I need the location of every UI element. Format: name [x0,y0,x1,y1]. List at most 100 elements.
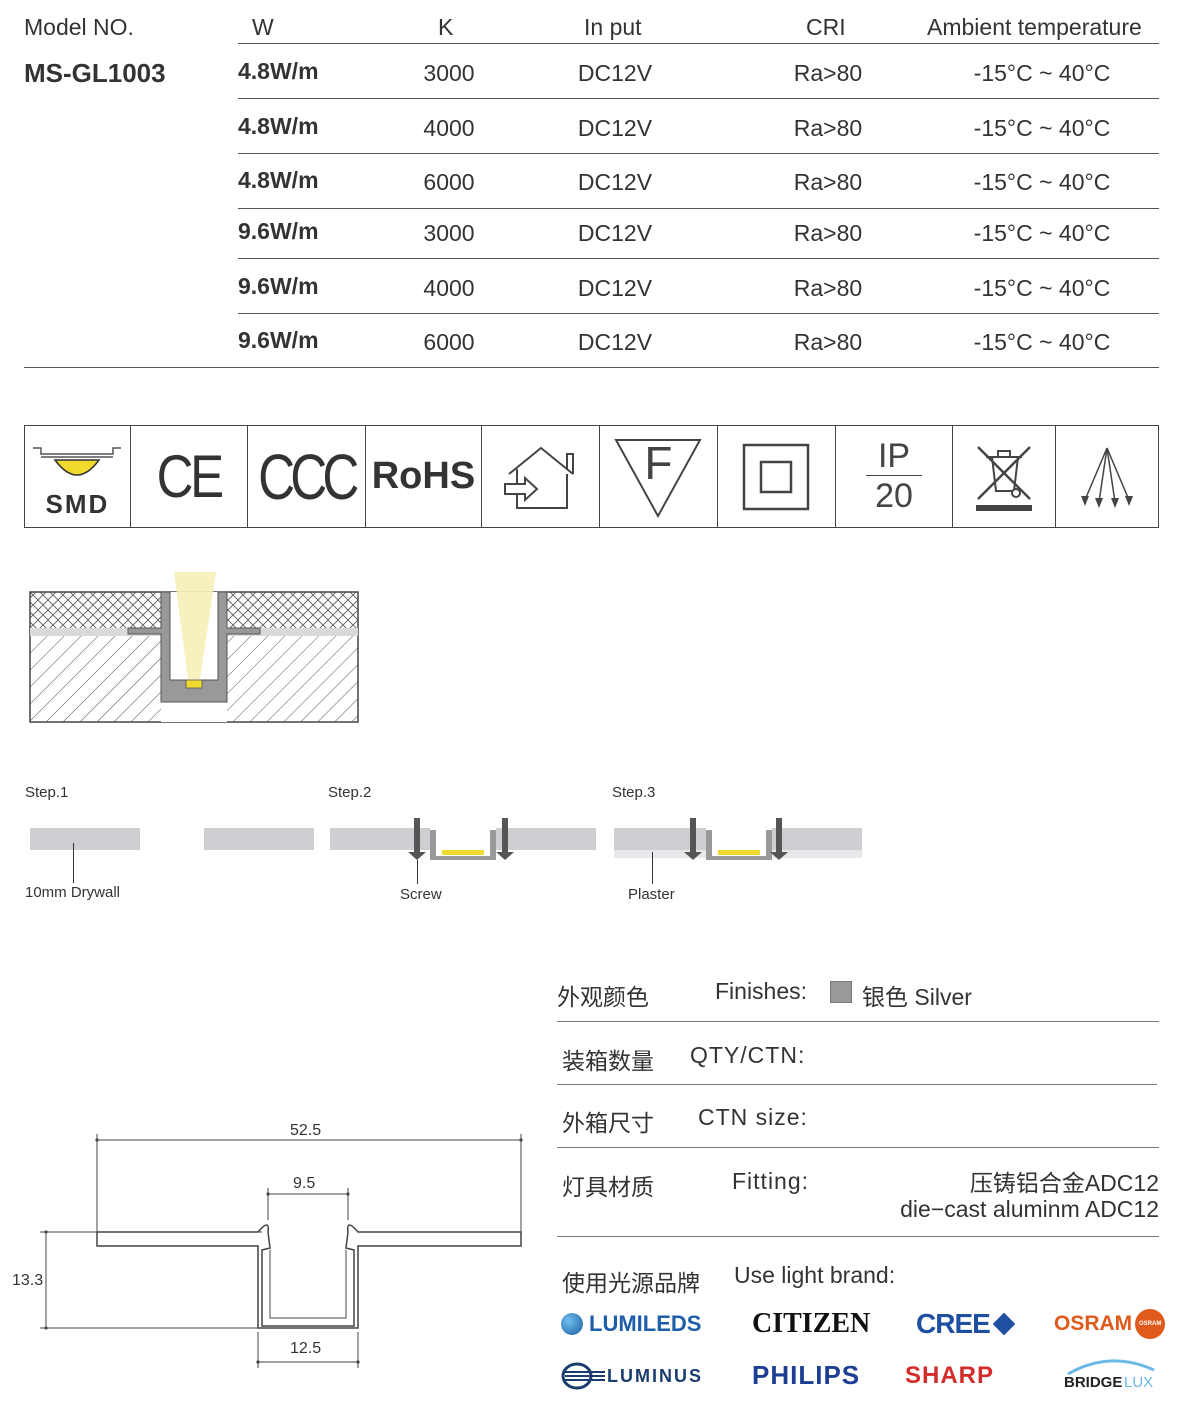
finish-swatch [830,981,852,1003]
cell-w: 9.6W/m [238,273,319,299]
smd-label: SMD [45,489,110,519]
cell-k: 6000 [423,329,475,355]
cell-input: DC12V [577,169,653,195]
cell-temp: -15°C ~ 40°C [973,169,1111,195]
luminus-text: LUMINUS [607,1365,703,1386]
brand-label-cn: 使用光源品牌 [562,1270,700,1296]
certification-strip: SMD CE CCC RoHS F IP 20 [24,425,1159,528]
cell-w: 4.8W/m [238,167,319,193]
step2-diagram [330,816,596,871]
cell-cri: Ra>80 [793,329,863,355]
ip-label: IP [877,436,911,475]
ce-label: CE [156,443,224,510]
cell-input: DC12V [577,60,653,86]
finish-label-cn: 外观颜色 [557,984,649,1010]
row-divider [238,98,1159,99]
beam-angle-icon [1056,426,1158,527]
brand-philips: PHILIPS [752,1360,861,1390]
brand-cree: CREE [916,1308,1016,1340]
cell-temp: -15°C ~ 40°C [973,60,1111,86]
plaster-pointer [652,852,653,884]
lumileds-icon [561,1313,583,1335]
cell-k: 4000 [423,115,475,141]
step1-drywall-left [30,828,140,850]
cell-cri: Ra>80 [793,169,863,195]
finish-label-en: Finishes: [715,978,808,1004]
brand-citizen: CITIZEN [752,1308,871,1339]
ctn-label-en: CTN size: [698,1104,808,1130]
step3-label: Step.3 [612,784,656,801]
bridgelux-text-a: BRIDGE [1064,1374,1123,1391]
screw-label: Screw [400,886,442,903]
cree-text: CREE [916,1308,991,1339]
header-model: Model NO. [24,14,134,40]
fitting-label-en: Fitting: [732,1168,810,1194]
cell-k: 3000 [423,60,475,86]
brand-luminus: LUMINUS [561,1362,703,1390]
drywall-label: 10mm Drywall [25,884,121,901]
model-number: MS-GL1003 [24,58,166,88]
cell-input: DC12V [577,275,653,301]
plaster-label: Plaster [628,886,675,903]
ce-icon: CE [131,426,248,527]
cell-temp: -15°C ~ 40°C [973,329,1111,355]
cell-w: 9.6W/m [238,218,319,244]
installation-cross-section [28,570,360,731]
ccc-label: CCC [257,440,359,513]
dim-height: 13.3 [12,1272,44,1289]
cell-w: 9.6W/m [238,327,319,353]
fitting-label-cn: 灯具材质 [562,1174,654,1200]
header-cri: CRI [806,14,846,40]
osram-bulb-icon: OSRAM [1135,1309,1166,1339]
cell-temp: -15°C ~ 40°C [973,220,1111,246]
header-w: W [252,14,274,40]
step2-label: Step.2 [328,784,372,801]
cell-cri: Ra>80 [793,220,863,246]
f-mark-icon: F [600,426,718,527]
f-mark-label: F [644,437,673,489]
row-divider [238,153,1159,154]
ip-number: 20 [875,477,913,516]
cell-w: 4.8W/m [238,113,319,139]
fitting-value-cn: 压铸铝合金ADC12 [969,1170,1159,1196]
qty-label-cn: 装箱数量 [562,1048,654,1074]
brand-sharp: SHARP [905,1362,995,1389]
bridgelux-arc-icon [1067,1359,1155,1376]
smd-icon: SMD [25,426,131,527]
table-bottom-line [24,367,1159,368]
cell-w: 4.8W/m [238,58,319,84]
cell-temp: -15°C ~ 40°C [973,275,1111,301]
cell-k: 4000 [423,275,475,301]
ccc-icon: CCC [248,426,366,527]
lumileds-text: LUMILEDS [589,1311,702,1336]
cell-cri: Ra>80 [793,275,863,301]
divider-3 [557,1147,1159,1148]
screw-pointer [417,860,418,884]
rohs-label: RoHS [371,455,476,497]
brand-lumileds: LUMILEDS [561,1311,701,1337]
header-k: K [438,14,454,40]
cell-k: 6000 [423,169,475,195]
brand-label-en: Use light brand: [734,1262,896,1288]
indoor-house-icon [482,426,601,527]
ip20-icon: IP 20 [836,426,954,527]
bridgelux-text-b: LUX [1124,1374,1154,1391]
class2-icon [718,426,836,527]
dim-inner-width: 9.5 [293,1175,316,1192]
dim-total-width: 52.5 [290,1122,322,1139]
step1-drywall-right [204,828,314,850]
cell-k: 3000 [423,220,475,246]
ip-divider [866,474,922,477]
divider-1 [557,1021,1159,1022]
cell-input: DC12V [577,220,653,246]
rohs-icon: RoHS [366,426,483,527]
divider-4 [557,1236,1159,1237]
drywall-pointer [73,843,74,883]
step1-label: Step.1 [25,784,69,801]
header-temp: Ambient temperature [927,14,1142,40]
step3-diagram [614,816,862,871]
fitting-value-en: die−cast aluminm ADC12 [900,1196,1159,1222]
profile-dimension-drawing: 52.5 9.5 13.3 12.5 [0,1100,540,1385]
row-divider [238,313,1159,314]
osram-text: OSRAM [1054,1312,1133,1335]
